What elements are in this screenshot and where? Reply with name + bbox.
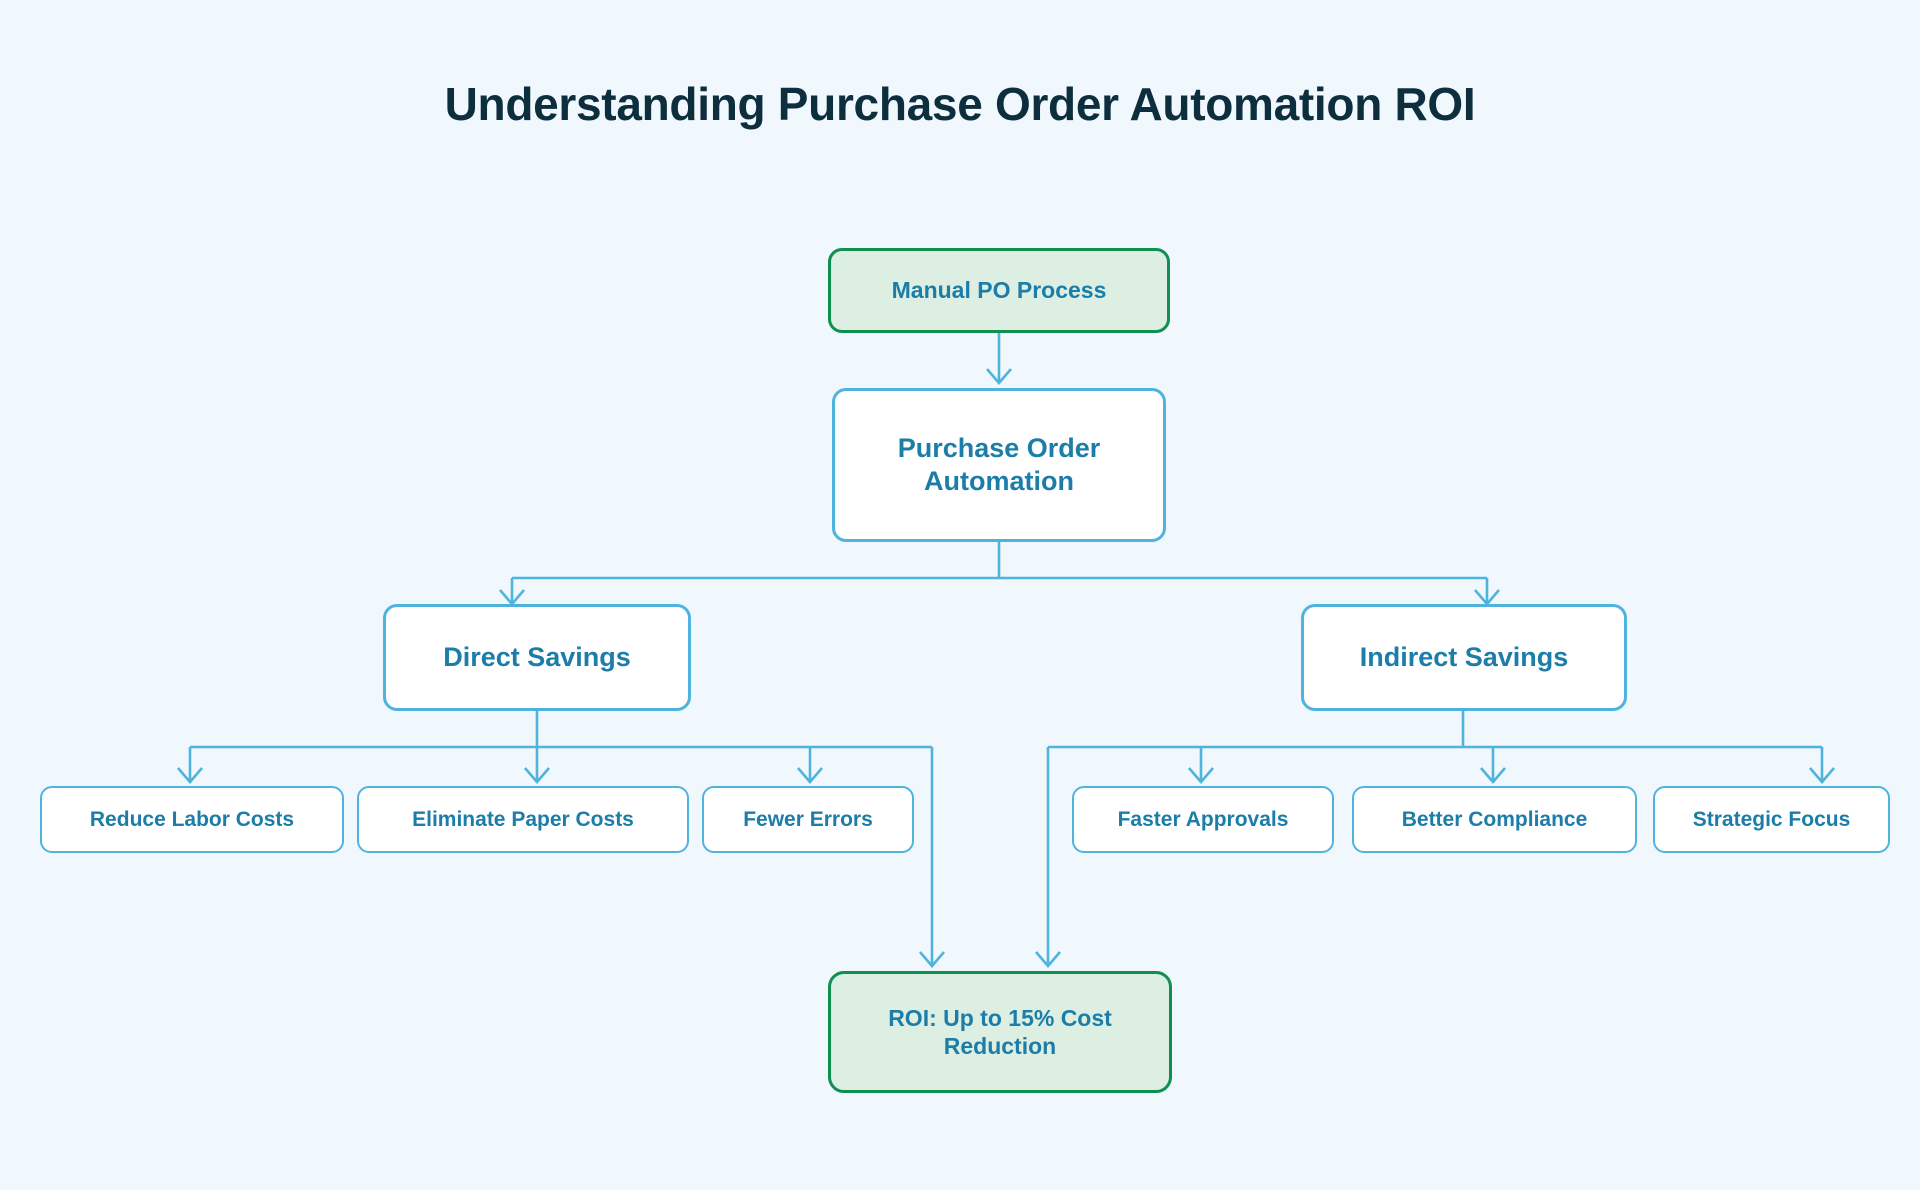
node-label: Faster Approvals (1117, 807, 1289, 831)
edge-manual-to-automation (986, 333, 1012, 385)
page-title: Understanding Purchase Order Automation … (444, 78, 1476, 130)
node-eliminate-paper-costs[interactable]: Eliminate Paper Costs (357, 786, 689, 853)
node-label: Reduce Labor Costs (89, 807, 295, 831)
node-purchase-order-automation[interactable]: Purchase Order Automation (832, 388, 1166, 542)
node-strategic-focus[interactable]: Strategic Focus (1653, 786, 1890, 853)
node-label: Strategic Focus (1692, 807, 1851, 831)
node-label: Better Compliance (1401, 807, 1588, 831)
node-label: Fewer Errors (743, 807, 873, 831)
node-indirect-savings[interactable]: Indirect Savings (1301, 604, 1627, 711)
node-faster-approvals[interactable]: Faster Approvals (1072, 786, 1334, 853)
node-label: Indirect Savings (1359, 642, 1569, 673)
node-reduce-labor-costs[interactable]: Reduce Labor Costs (40, 786, 344, 853)
node-better-compliance[interactable]: Better Compliance (1352, 786, 1637, 853)
node-label: Purchase Order Automation (897, 433, 1101, 496)
node-label: Eliminate Paper Costs (412, 807, 634, 831)
node-label: Manual PO Process (891, 277, 1107, 304)
edge-automation-to-savings (499, 541, 1500, 606)
node-fewer-errors[interactable]: Fewer Errors (702, 786, 914, 853)
node-manual-po-process[interactable]: Manual PO Process (828, 248, 1170, 333)
node-direct-savings[interactable]: Direct Savings (383, 604, 691, 711)
node-roi-result[interactable]: ROI: Up to 15% Cost Reduction (828, 971, 1172, 1093)
node-label: Direct Savings (443, 642, 631, 673)
node-label: ROI: Up to 15% Cost Reduction (888, 1004, 1112, 1059)
